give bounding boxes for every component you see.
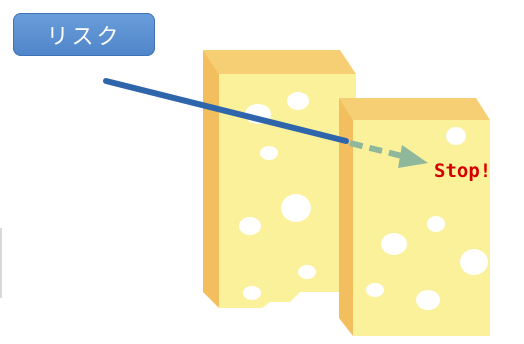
cheese-front-top	[339, 98, 490, 120]
cheese-hole	[366, 283, 384, 297]
cheese-hole	[281, 194, 311, 222]
cheese-hole	[243, 286, 261, 300]
stop-label: Stop!	[434, 160, 491, 182]
cheese-slice-back	[203, 50, 356, 308]
cheese-hole	[416, 290, 440, 310]
cheese-hole	[446, 127, 466, 145]
cheese-front-side	[339, 98, 353, 336]
cheese-hole	[260, 146, 278, 160]
risk-label: リスク	[46, 19, 121, 51]
cheese-back-top	[203, 50, 356, 74]
cheese-back-face	[219, 74, 356, 308]
risk-label-badge: リスク	[13, 13, 155, 56]
edge-divider	[0, 228, 2, 298]
cheese-slice-front	[339, 98, 490, 336]
cheese-hole	[460, 249, 488, 275]
cheese-hole	[239, 217, 261, 235]
cheese-back-side	[203, 50, 219, 308]
cheese-hole	[381, 233, 407, 255]
cheese-hole	[427, 216, 445, 232]
cheese-hole	[298, 265, 316, 279]
cheese-hole	[287, 92, 309, 110]
